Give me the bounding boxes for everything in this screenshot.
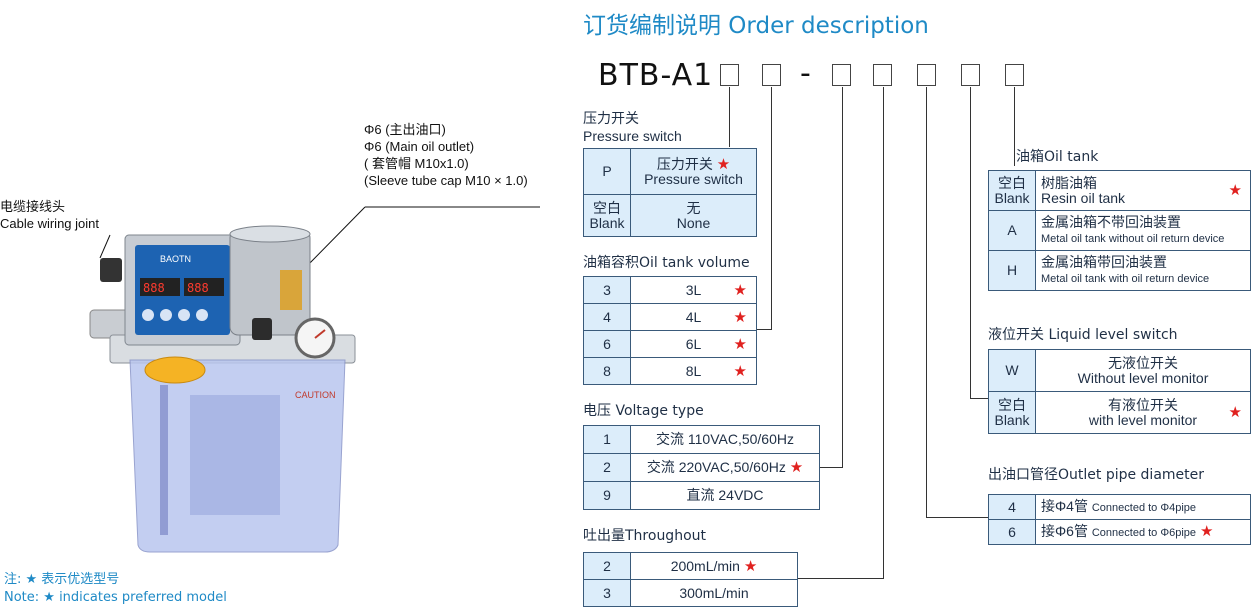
code-box-voltage (832, 64, 851, 86)
connector-throughput-v (883, 87, 884, 578)
outlet-callout: Φ6 (主出油口) Φ6 (Main oil outlet) ( 套管帽 M10… (364, 122, 528, 188)
connector-outlet-h (926, 517, 988, 518)
pressure-title: 压力开关 Pressure switch (583, 111, 682, 144)
star-icon: ★ (733, 335, 747, 353)
table-row: 空白 Blank 树脂油箱 Resin oil tank ★ (988, 170, 1251, 211)
brand-logo: BAOTN (160, 254, 191, 264)
connector-voltage-h (820, 467, 843, 468)
code-box-tank (1005, 64, 1024, 86)
volume-table: 3 3L ★ 4 4L ★ 6 6L ★ 8 8L ★ (583, 276, 757, 385)
table-row: 2 200mL/min ★ (583, 552, 798, 580)
star-icon: ★ (1228, 404, 1242, 421)
outlet-title: 出油口管径Outlet pipe diameter (988, 467, 1205, 483)
connector-throughput-h (798, 578, 884, 579)
volume-title: 油箱容积Oil tank volume (583, 255, 750, 271)
table-row: 3 300mL/min (583, 579, 798, 607)
star-icon: ★ (716, 155, 731, 173)
star-icon: ★ (1228, 182, 1242, 199)
cable-callout: 电缆接线头 Cable wiring joint (0, 199, 99, 231)
level-title: 液位开关 Liquid level switch (988, 327, 1178, 343)
connector-volume-h (756, 329, 772, 330)
star-icon: ★ (733, 281, 747, 299)
connector-level-v (970, 87, 971, 398)
voltage-title: 电压 Voltage type (583, 403, 704, 419)
star-icon: ★ (1199, 522, 1214, 540)
table-row: 4 接Φ4管 Connected to Φ4pipe (988, 494, 1251, 520)
model-prefix: BTB-A1 (598, 58, 714, 93)
code-cell: P (583, 148, 631, 195)
throughput-title: 吐出量Throughout (583, 528, 706, 544)
table-row: 3 3L ★ (583, 276, 757, 304)
preferred-note: 注: ★ 表示优选型号 Note: ★ indicates preferred … (4, 572, 227, 605)
table-row: 8 8L ★ (583, 357, 757, 385)
voltage-table: 1 交流 110VAC,50/60Hz 2 交流 220VAC,50/60Hz … (583, 425, 820, 510)
star-icon: ★ (743, 557, 758, 575)
throughput-table: 2 200mL/min ★ 3 300mL/min (583, 552, 798, 607)
code-box-volume (762, 64, 781, 86)
tank-table: 空白 Blank 树脂油箱 Resin oil tank ★ A 金属油箱不带回… (988, 170, 1251, 291)
connector-tank-v (1014, 87, 1015, 166)
model-separator: - (800, 56, 811, 91)
code-box-throughput (873, 64, 892, 86)
connector-level-h (970, 398, 988, 399)
display-left: 888 (143, 281, 165, 295)
table-row: 空白 Blank 有液位开关 with level monitor ★ (988, 391, 1251, 434)
code-cell: 空白 Blank (583, 194, 631, 237)
level-table: W 无液位开关 Without level monitor 空白 Blank 有… (988, 349, 1251, 434)
table-row: 6 6L ★ (583, 330, 757, 358)
star-icon: ★ (733, 308, 747, 326)
tank-label: CAUTION (295, 390, 336, 400)
pressure-table: P 压力开关 ★ Pressure switch 空白 Blank 无 None (583, 148, 757, 237)
code-box-level (961, 64, 980, 86)
table-row: A 金属油箱不带回油装置 Metal oil tank without oil … (988, 210, 1251, 251)
table-row: P 压力开关 ★ Pressure switch (583, 148, 757, 195)
star-icon: ★ (733, 362, 747, 380)
connector-volume-v (771, 87, 772, 329)
connector-pressure (729, 87, 730, 147)
table-row: W 无液位开关 Without level monitor (988, 349, 1251, 392)
lubrication-pump-illustration: CAUTION BAOTN 888 888 (89, 206, 540, 553)
tank-title: 油箱Oil tank (1016, 149, 1099, 165)
table-row: 空白 Blank 无 None (583, 194, 757, 237)
table-row: 1 交流 110VAC,50/60Hz (583, 425, 820, 454)
table-row: H 金属油箱带回油装置 Metal oil tank with oil retu… (988, 250, 1251, 291)
code-box-outlet (917, 64, 936, 86)
table-row: 9 直流 24VDC (583, 481, 820, 510)
connector-voltage-v (842, 87, 843, 467)
table-row: 2 交流 220VAC,50/60Hz ★ (583, 453, 820, 482)
display-right: 888 (187, 281, 209, 295)
star-icon: ★ (789, 459, 804, 476)
page-title: 订货编制说明 Order description (583, 13, 929, 39)
desc-cell: 无 None (630, 194, 757, 237)
connector-outlet-v (926, 87, 927, 517)
desc-cell: 压力开关 ★ Pressure switch (630, 148, 757, 195)
outlet-table: 4 接Φ4管 Connected to Φ4pipe 6 接Φ6管 Connec… (988, 494, 1251, 545)
table-row: 4 4L ★ (583, 303, 757, 331)
code-box-pressure (720, 64, 739, 86)
table-row: 6 接Φ6管 Connected to Φ6pipe ★ (988, 519, 1251, 545)
